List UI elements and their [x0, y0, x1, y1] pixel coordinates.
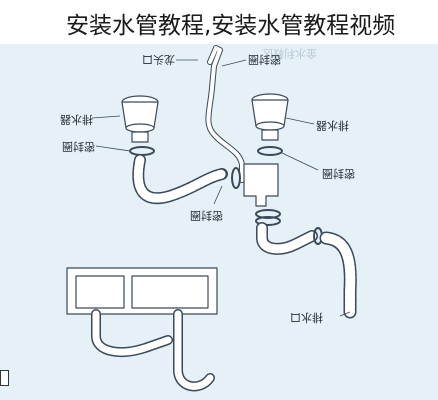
label-outlet: 排水口 [290, 311, 323, 324]
label-seal-ring-top: 密封圈 [248, 53, 281, 66]
label-left-seal: 密封圈 [62, 140, 95, 153]
corner-marker [0, 370, 9, 386]
sink-basin [66, 267, 218, 315]
tee-connector [243, 163, 279, 207]
label-right-seal: 密封圈 [322, 167, 355, 180]
title-banner: 安装水管教程,安装水管教程视频 [0, 0, 438, 44]
label-right-drain: 排水器 [316, 119, 349, 132]
mid-seal-ring [231, 167, 241, 189]
left-seal-ring [129, 146, 155, 156]
label-mid-seal: 密封圈 [190, 209, 223, 222]
label-faucet-hole: 龙头口 [142, 53, 175, 66]
page-title: 安装水管教程,安装水管教程视频 [66, 13, 396, 39]
right-drain-strainer [251, 93, 289, 141]
left-drain-strainer [121, 95, 159, 143]
label-left-drain: 排水器 [60, 113, 93, 126]
right-seal-ring [257, 146, 283, 156]
